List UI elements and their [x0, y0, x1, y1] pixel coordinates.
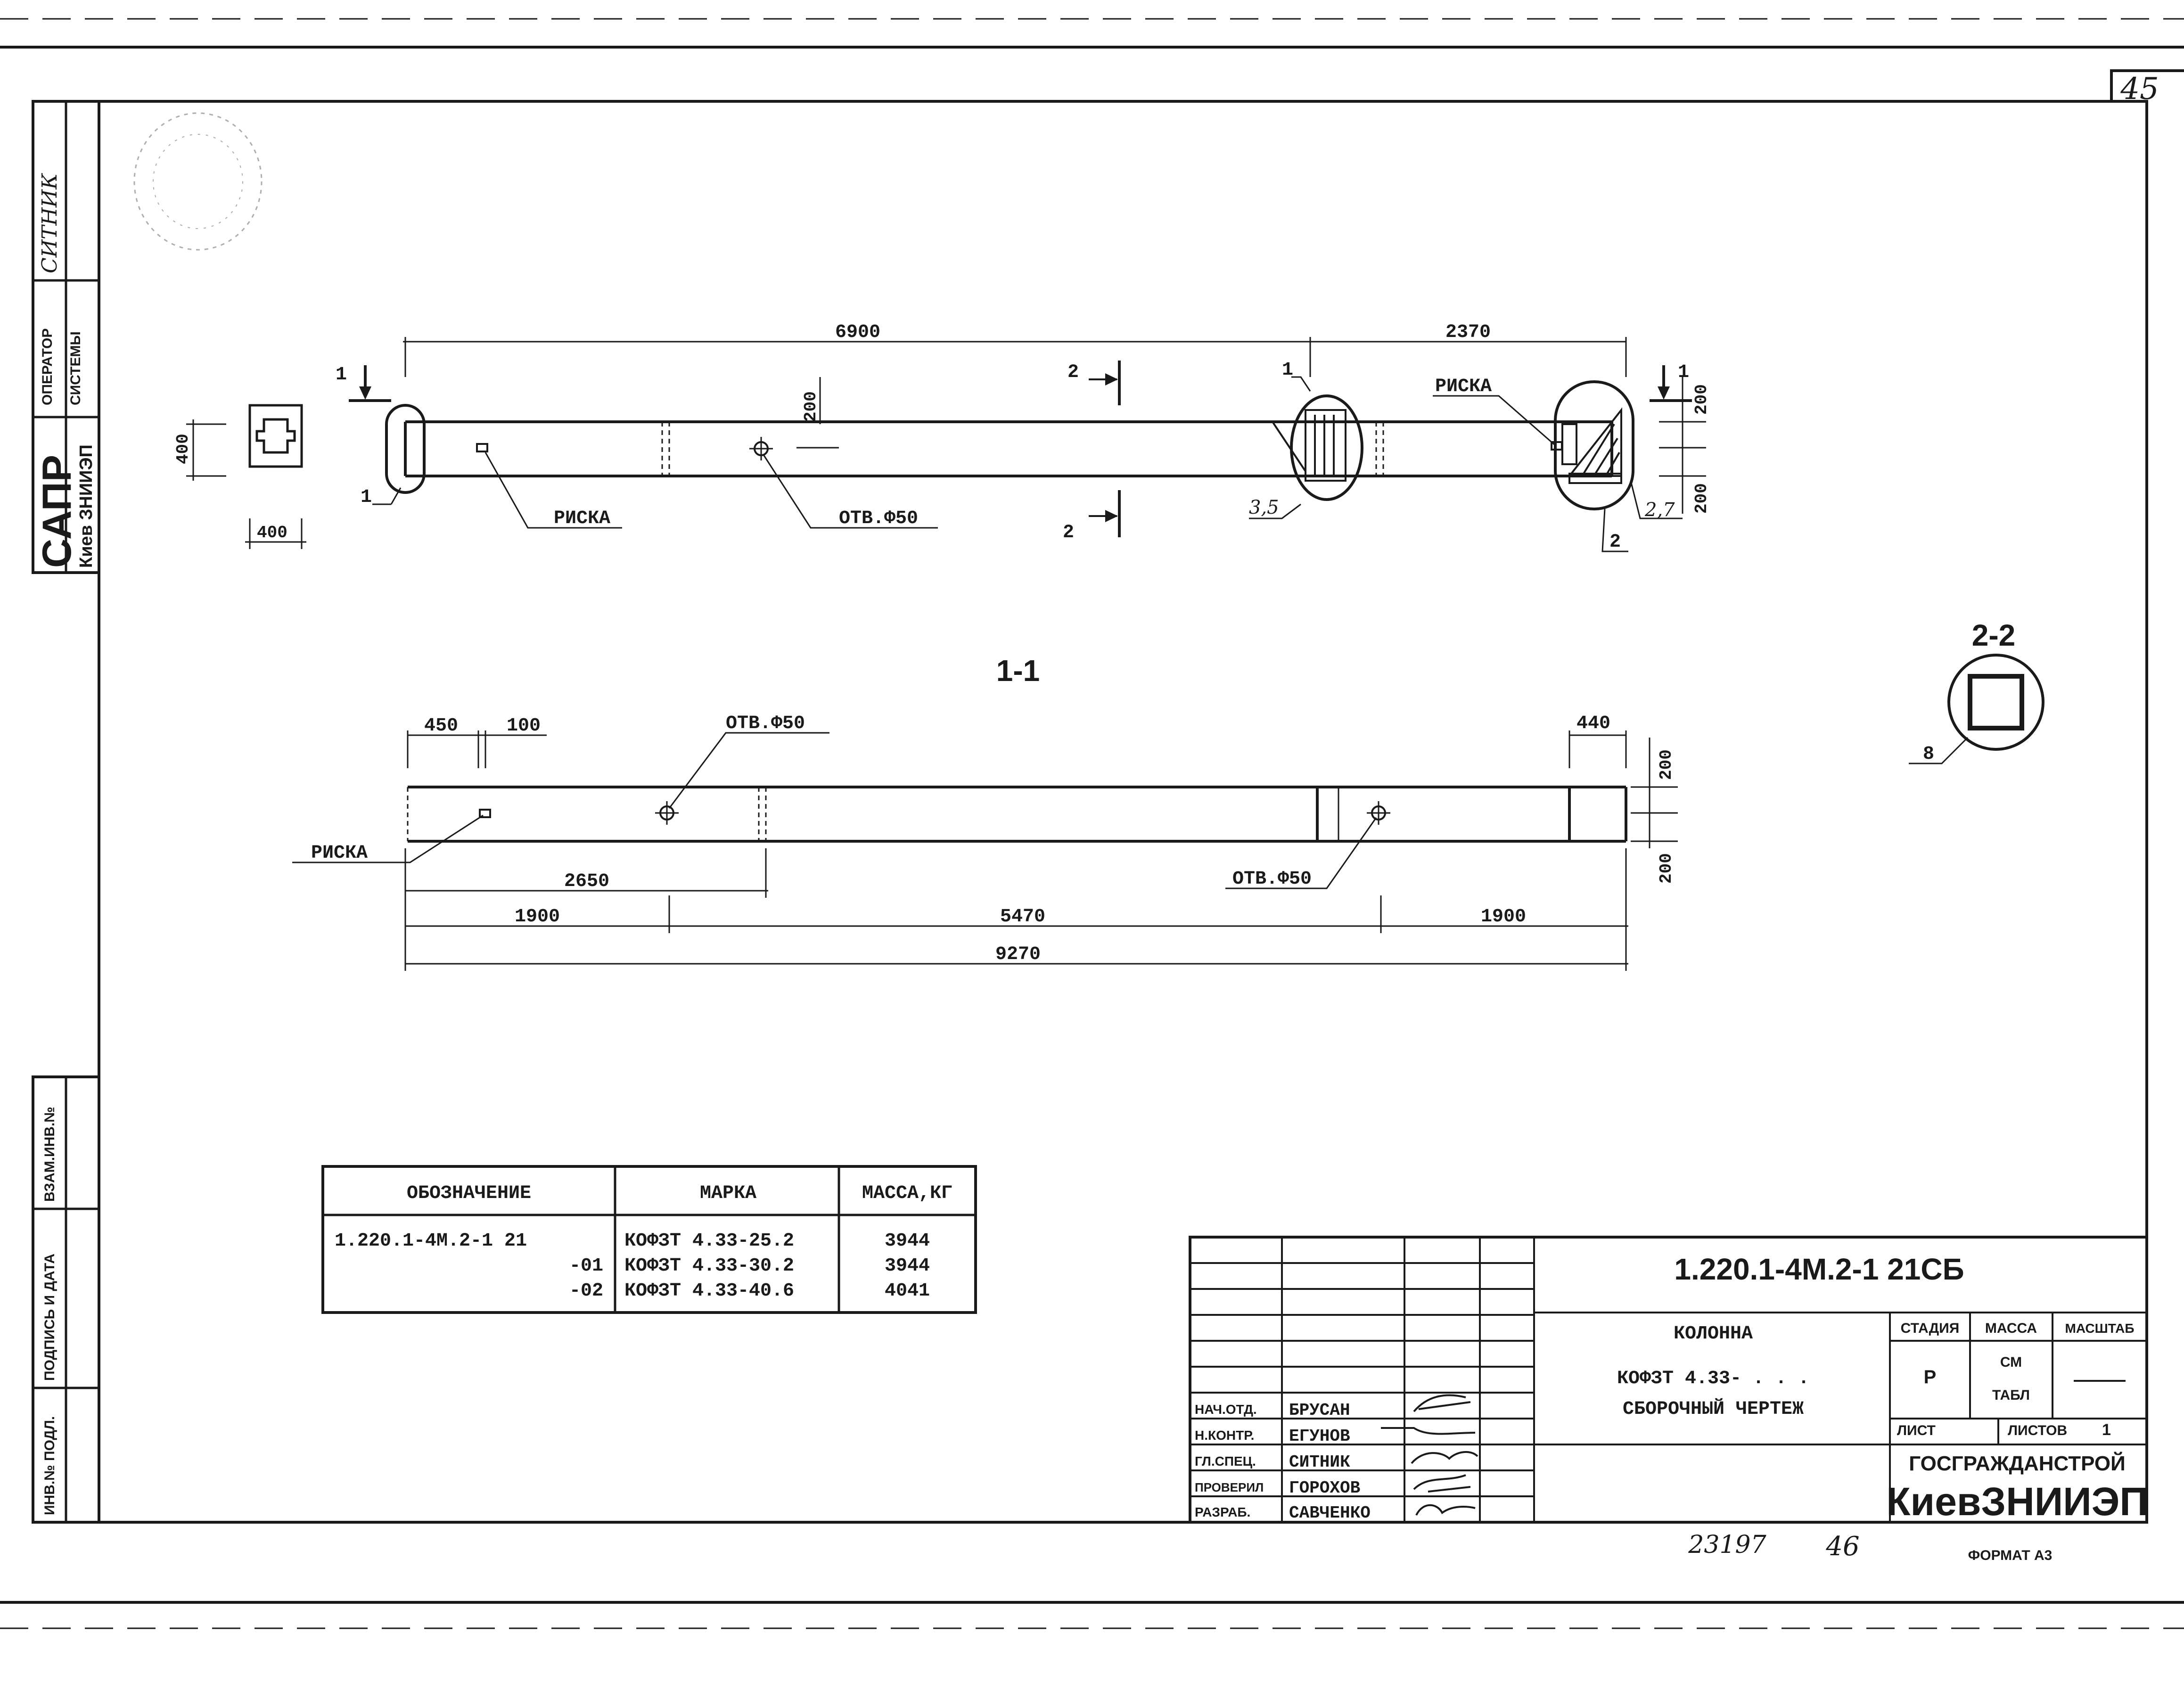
spec-header-designation: ОБОЗНАЧЕНИЕ — [407, 1183, 531, 1204]
spec-table: ОБОЗНАЧЕНИЕ МАРКА МАССА,КГ 1.220.1-4М.2-… — [321, 1165, 977, 1314]
s11-dim-9270: 9270 — [995, 944, 1041, 965]
stamp-vzam: ВЗАМ.ИНВ.№ — [42, 1107, 57, 1202]
tb-stage-value: Р — [1924, 1367, 1937, 1387]
s11-otv-bottom: ОТВ.Ф50 — [1232, 869, 1312, 890]
s11-dim-5470: 5470 — [1000, 906, 1045, 927]
inventory-number: 23197 — [1688, 1531, 1766, 1559]
spec-row-1-mark: КОФЗТ 4.33-25.2 — [624, 1231, 794, 1252]
callout-27: 2,7 — [1644, 499, 1675, 521]
s11-dim-200-a: 200 — [1657, 749, 1676, 780]
stamp-inv: ИНВ.№ ПОДЛ. — [42, 1416, 57, 1515]
s11-dim-2650: 2650 — [564, 871, 609, 892]
plan-riska-right: РИСКА — [1435, 376, 1492, 397]
spec-header-mark: МАРКА — [700, 1183, 756, 1204]
section-2-2-title: 2-2 — [1972, 618, 2016, 652]
spec-row-3-mark: КОФЗТ 4.33-40.6 — [624, 1280, 794, 1302]
signer-role-2: Н.КОНТР. — [1195, 1428, 1254, 1443]
plan-riska-left: РИСКА — [554, 508, 610, 529]
approval-stamp-mark — [133, 112, 263, 251]
signatures — [1381, 1394, 1478, 1516]
s11-dim-440: 440 — [1576, 713, 1610, 734]
spec-row-3-mass: 4041 — [885, 1280, 930, 1302]
stamp-systems: СИСТЕМЫ — [68, 331, 83, 405]
s11-riska: РИСКА — [311, 843, 368, 864]
section-1-1: 1-1 — [292, 654, 1678, 971]
signer-role-3: ГЛ.СПЕЦ. — [1195, 1454, 1256, 1469]
section-1-1-title: 1-1 — [996, 654, 1040, 688]
tb-name-2: КОФЗТ 4.33- . . . — [1617, 1368, 1809, 1389]
s11-dim-1900-b: 1900 — [1481, 906, 1526, 927]
callout-1-left: 1 — [361, 487, 372, 508]
stamp-operator: ОПЕРАТОР — [40, 328, 55, 405]
tb-scale-label: МАСШТАБ — [2065, 1321, 2135, 1336]
stamp-sitnik: СИТНИК — [38, 173, 62, 273]
s11-dim-450: 450 — [424, 715, 458, 737]
plan-dim-200-c: 200 — [1692, 483, 1711, 514]
tb-sheets-label: ЛИСТОВ — [2008, 1423, 2067, 1438]
callout-2-right: 2 — [1609, 532, 1621, 553]
s11-dim-100: 100 — [507, 715, 541, 737]
signer-name-4: ГОРОХОВ — [1289, 1478, 1360, 1498]
spec-row-1-mass: 3944 — [885, 1231, 930, 1252]
section-mark-2-top: 2 — [1067, 362, 1079, 383]
tb-org-1: ГОСГРАЖДАНСТРОЙ — [1909, 1451, 2125, 1475]
section-mark-1-right: 1 — [1678, 362, 1689, 383]
tb-sheets-value: 1 — [2102, 1421, 2111, 1439]
s11-dim-1900-a: 1900 — [515, 906, 560, 927]
tb-mass-value-2: ТАБЛ — [1992, 1387, 2030, 1403]
sheet-frame — [0, 18, 2184, 1629]
stamp-kiev: Киев ЗНИИЭП — [76, 444, 96, 568]
s11-otv-top: ОТВ.Ф50 — [726, 713, 805, 734]
plan-dim-2370: 2370 — [1445, 322, 1491, 343]
stamp-podpis: ПОДПИСЬ И ДАТА — [42, 1254, 57, 1381]
tb-code: 1.220.1-4М.2-1 21СБ — [1674, 1252, 1964, 1286]
signer-name-2: ЕГУНОВ — [1289, 1427, 1350, 1446]
tb-org-2: КиевЗНИИЭП — [1886, 1479, 2148, 1524]
section-2-2-callout: 8 — [1923, 744, 1934, 765]
signer-name-1: БРУСАН — [1289, 1401, 1350, 1420]
section-mark-2-bottom: 2 — [1063, 522, 1074, 543]
spec-row-1-designation: 1.220.1-4М.2-1 21 — [335, 1231, 527, 1252]
spec-row-2-designation: -01 — [569, 1255, 603, 1277]
signer-role-5: РАЗРАБ. — [1195, 1505, 1250, 1519]
tb-mass-value-1: СМ — [2000, 1354, 2022, 1370]
plan-dim-200-a: 200 — [801, 391, 821, 422]
callout-35: 3,5 — [1249, 497, 1279, 518]
signer-role-4: ПРОВЕРИЛ — [1195, 1480, 1264, 1494]
page-number: 46 — [1825, 1531, 1859, 1562]
sheet-number: 45 — [2120, 72, 2159, 107]
tb-mass-label: МАССА — [1985, 1321, 2037, 1336]
tb-sheet-label: ЛИСТ — [1897, 1423, 1936, 1438]
plan-otv: ОТВ.Ф50 — [839, 508, 918, 529]
signer-role-1: НАЧ.ОТД. — [1195, 1402, 1257, 1417]
plan-dim-6900: 6900 — [835, 322, 880, 343]
title-block: 1.220.1-4М.2-1 21СБ КОЛОННА КОФЗТ 4.33- … — [1189, 1236, 2148, 1524]
plan-dim-200-b: 200 — [1692, 384, 1711, 415]
signer-name-3: СИТНИК — [1289, 1452, 1350, 1472]
plan-small-section — [186, 404, 306, 549]
spec-row-3-designation: -02 — [569, 1280, 603, 1302]
plan-dim-400-h: 400 — [173, 434, 193, 464]
side-stamp: СИТНИК ОПЕРАТОР СИСТЕМЫ САПР Киев ЗНИИЭП… — [32, 100, 100, 1524]
spec-row-2-mass: 3944 — [885, 1255, 930, 1277]
section-2-2: 2-2 8 — [1909, 618, 2044, 765]
plan-dim-400-w: 400 — [257, 523, 287, 542]
s11-dim-200-b: 200 — [1657, 853, 1676, 884]
stamp-sapr: САПР — [34, 455, 80, 568]
signer-name-5: САВЧЕНКО — [1289, 1503, 1371, 1523]
tb-stage-label: СТАДИЯ — [1901, 1321, 1960, 1336]
section-mark-1-left: 1 — [336, 364, 347, 386]
format-label: ФОРМАТ А3 — [1968, 1548, 2053, 1563]
plan-view: 400 400 6900 2370 200 200 200 — [173, 322, 1711, 553]
callout-1-mid: 1 — [1282, 360, 1293, 381]
tb-name-1: КОЛОННА — [1674, 1323, 1753, 1345]
spec-row-2-mark: КОФЗТ 4.33-30.2 — [624, 1255, 794, 1277]
spec-header-mass: МАССА,КГ — [862, 1183, 952, 1204]
tb-name-3: СБОРОЧНЫЙ ЧЕРТЕЖ — [1623, 1398, 1804, 1420]
